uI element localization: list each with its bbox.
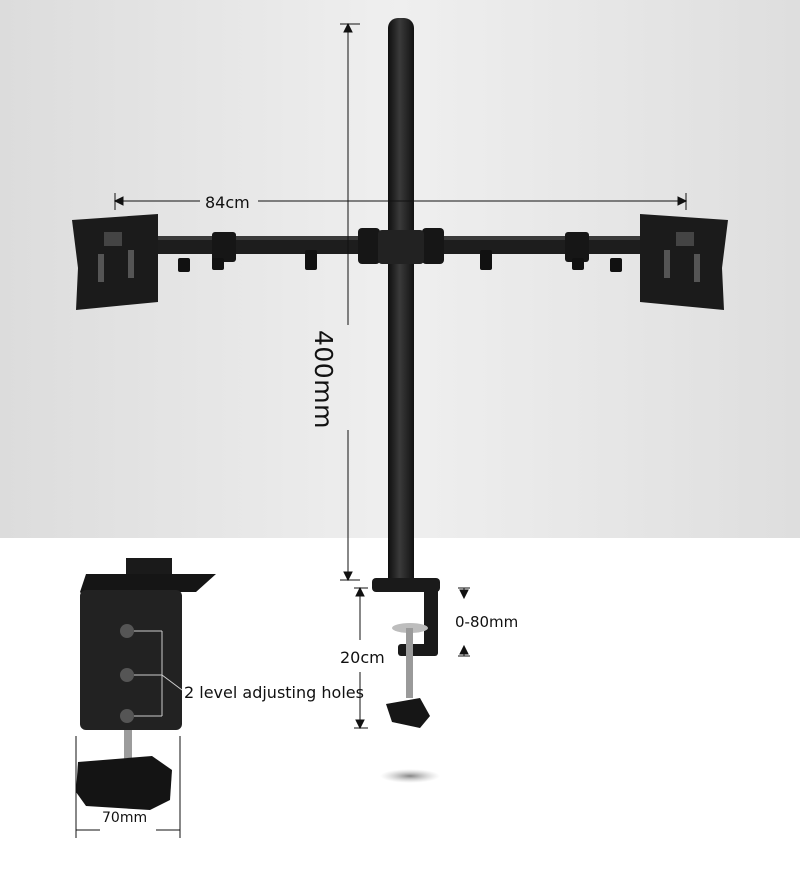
clamp-detail-inset (76, 558, 216, 810)
clamp-opening-label: 0-80mm (455, 613, 519, 631)
right-vesa-plate (640, 214, 728, 310)
left-vesa-plate (72, 214, 158, 310)
adjusting-holes-label: 2 level adjusting holes (184, 683, 364, 702)
clamp-height-label: 20cm (340, 648, 385, 667)
dimension-lines (75, 22, 688, 838)
pole-height-label: 400mm (309, 330, 338, 429)
adjusting-hole-bottom (120, 709, 134, 723)
adjusting-hole-top (120, 624, 134, 638)
floor-shadow (380, 769, 440, 783)
arm-span-label: 84cm (205, 193, 250, 212)
desk-clamp (372, 578, 440, 728)
pole (388, 18, 414, 588)
cross-arm (150, 228, 650, 272)
clamp-width-label: 70mm (102, 810, 148, 826)
adjusting-hole-middle (120, 668, 134, 682)
